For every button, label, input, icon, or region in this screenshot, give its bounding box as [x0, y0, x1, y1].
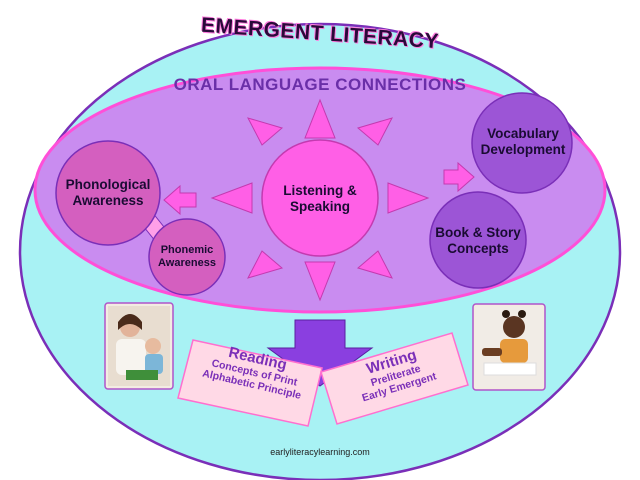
sun-rays — [210, 98, 430, 302]
sun-ray — [356, 117, 393, 146]
listening-speaking-circle — [261, 139, 379, 257]
sun-ray — [247, 250, 284, 279]
child-writing-photo — [472, 303, 546, 391]
phonemic-awareness-circle — [148, 218, 226, 296]
listening-speaking-label: Listening & Speaking — [283, 183, 357, 214]
sun-ray — [304, 98, 336, 139]
sun-ray — [210, 182, 253, 214]
phonological-awareness-label: Phonological Awareness — [65, 177, 151, 208]
mother-and-child-reading-photo — [104, 302, 174, 390]
sun-ray — [247, 117, 284, 146]
phonemic-awareness-label: Phonemic Awareness — [158, 244, 216, 269]
vocabulary-development-circle — [471, 92, 573, 194]
book-story-concepts-label: Book & Story Concepts — [435, 225, 521, 256]
writing-card — [320, 332, 469, 425]
section-subtitle: ORAL LANGUAGE CONNECTIONS — [173, 75, 467, 94]
sun-ray — [356, 250, 393, 279]
footer-url: earlyliteracylearning.com — [270, 447, 370, 457]
sun-ray — [304, 261, 336, 302]
arrow-icon — [443, 161, 475, 193]
arrow-icon — [163, 184, 197, 216]
reading-card — [177, 339, 323, 427]
vocabulary-development-label: Vocabulary Development — [480, 126, 566, 157]
sun-ray — [387, 182, 430, 214]
book-story-concepts-circle — [429, 191, 527, 289]
phonological-awareness-circle — [55, 140, 161, 246]
